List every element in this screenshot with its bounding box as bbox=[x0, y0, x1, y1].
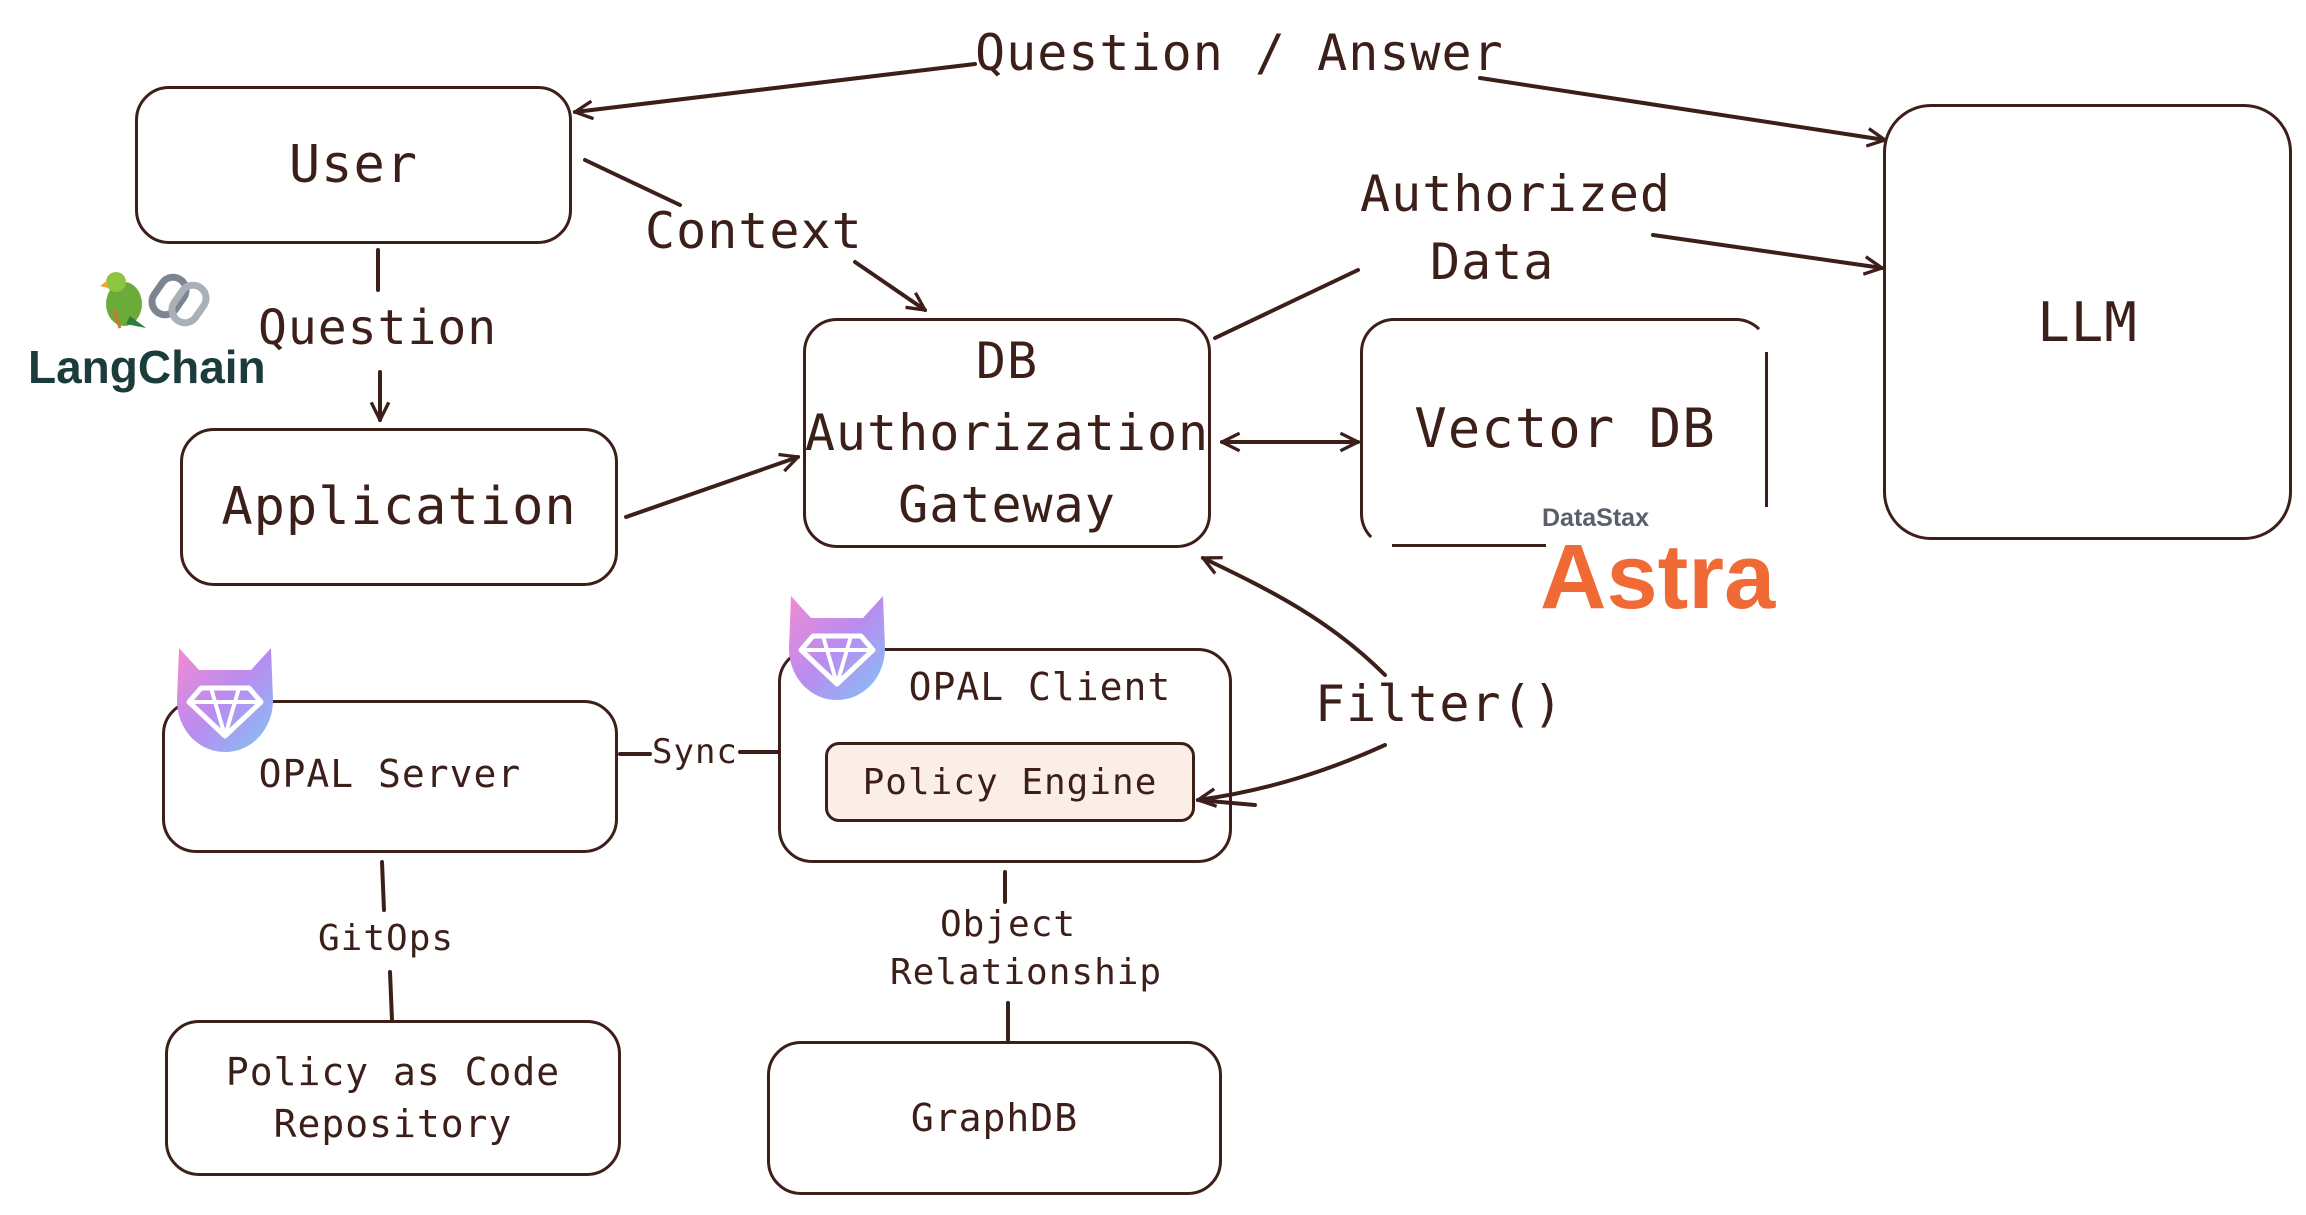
edge-authorized-left bbox=[1213, 268, 1360, 340]
opal-server-node[interactable]: OPAL Server bbox=[162, 700, 618, 853]
graphdb-node[interactable]: GraphDB bbox=[767, 1041, 1222, 1195]
user-label: User bbox=[288, 135, 419, 195]
policy-repo-node[interactable]: Policy as Code Repository bbox=[165, 1020, 621, 1176]
datastax-wordmark: DataStax bbox=[1542, 504, 1649, 532]
policy-engine-node[interactable]: Policy Engine bbox=[825, 742, 1195, 822]
application-node[interactable]: Application bbox=[180, 428, 618, 586]
langchain-wordmark: LangChain bbox=[28, 341, 266, 393]
opal-server-label: OPAL Server bbox=[258, 751, 522, 796]
authorized-label-line2: Data bbox=[1430, 233, 1555, 291]
edge-question-answer-right bbox=[1478, 76, 1885, 140]
object-label-line1: Object bbox=[940, 904, 1077, 945]
vector-db-label: Vector DB bbox=[1414, 396, 1716, 460]
llm-node[interactable]: LLM bbox=[1883, 104, 2292, 540]
edge-filter-top bbox=[1203, 558, 1387, 677]
policy-engine-label: Policy Engine bbox=[862, 761, 1158, 803]
graphdb-label: GraphDB bbox=[910, 1096, 1079, 1140]
policy-repo-label-line1: Policy as Code bbox=[225, 1050, 561, 1094]
application-label: Application bbox=[221, 477, 577, 537]
sync-label: Sync bbox=[652, 732, 738, 772]
edge-filter-bottom bbox=[1198, 743, 1387, 800]
policy-repo-label-line2: Repository bbox=[273, 1102, 513, 1146]
llm-label: LLM bbox=[2037, 290, 2138, 354]
edge-authorized-right bbox=[1651, 233, 1882, 268]
astra-logo: Astra bbox=[1540, 532, 1776, 622]
opal-gem-icon bbox=[789, 596, 885, 700]
edge-gitops-bottom bbox=[388, 970, 394, 1022]
gateway-label-line3: Gateway bbox=[898, 476, 1116, 534]
edge-context-bottom bbox=[853, 260, 925, 310]
vector-db-edge-right bbox=[1765, 352, 1768, 507]
edge-context-top bbox=[583, 158, 682, 207]
opal-gem-icon bbox=[177, 648, 273, 752]
filter-label: Filter() bbox=[1315, 675, 1564, 733]
vector-db-edge-bottom bbox=[1392, 544, 1546, 547]
opal-client-label: OPAL Client bbox=[908, 665, 1172, 709]
gateway-node[interactable]: DB Authorization Gateway bbox=[803, 318, 1211, 548]
gitops-label: GitOps bbox=[318, 918, 455, 959]
context-label: Context bbox=[645, 202, 863, 260]
user-node[interactable]: User bbox=[135, 86, 572, 244]
edge-filter-tail bbox=[1196, 798, 1257, 807]
question-label: Question bbox=[258, 300, 498, 356]
opal-client-node[interactable]: OPAL Client bbox=[778, 648, 1232, 863]
astra-wordmark: Astra bbox=[1540, 532, 1776, 622]
gateway-label-line2: Authorization bbox=[804, 404, 1210, 462]
vector-db-node[interactable]: Vector DB bbox=[1360, 318, 1770, 548]
edge-app-gateway bbox=[624, 457, 798, 519]
edge-question-answer-left bbox=[575, 62, 977, 112]
langchain-logo: LangChain bbox=[28, 266, 273, 396]
question-answer-label: Question / Answer bbox=[975, 24, 1504, 82]
object-label-line2: Relationship bbox=[890, 952, 1163, 993]
gateway-label-line1: DB bbox=[975, 332, 1039, 390]
authorized-label-line1: Authorized bbox=[1360, 165, 1672, 223]
parrot-link-icon bbox=[100, 272, 210, 329]
edge-gitops-top bbox=[380, 860, 386, 912]
